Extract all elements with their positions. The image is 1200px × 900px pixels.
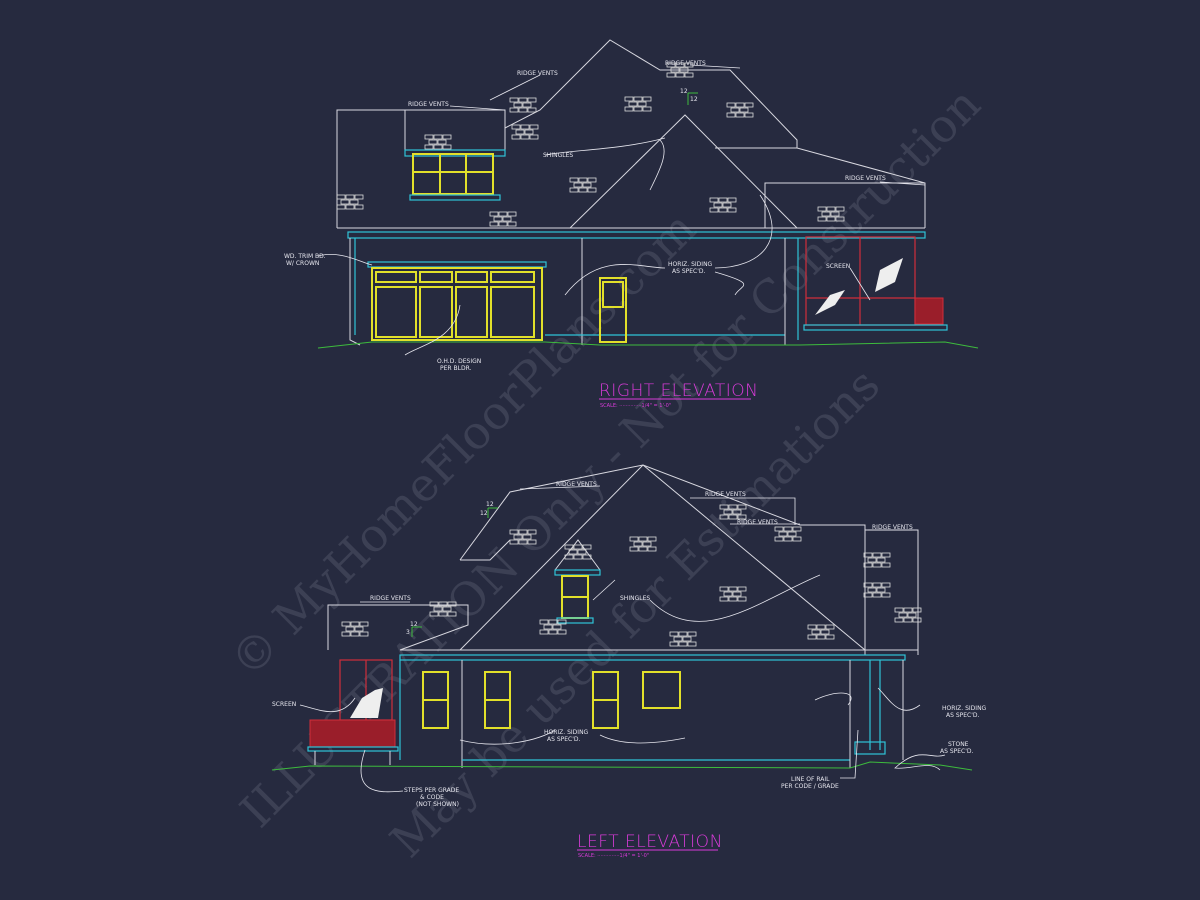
label-ridge-vents: RIDGE VENTS — [705, 491, 746, 498]
left-elevation-scale: SCALE: ··············1/4" = 1'-0" — [578, 853, 649, 859]
right-elevation-scale: SCALE: ··············1/4" = 1'-0" — [600, 403, 671, 409]
left-elevation: 12 12 3 12 RIDGE VENTS RIDGE VENTS RIDGE… — [271, 464, 987, 859]
label-siding: AS SPEC'D. — [672, 268, 705, 275]
label-steps: & CODE — [420, 794, 444, 801]
label-ridge-vents: RIDGE VENTS — [517, 70, 558, 77]
pitch-rise: 12 — [680, 88, 688, 95]
label-screen: SCREEN — [826, 263, 850, 270]
label-screen: SCREEN — [272, 701, 296, 708]
label-ridge-vents: RIDGE VENTS — [408, 101, 449, 108]
label-steps: STEPS PER GRADE — [404, 787, 459, 794]
pitch-rise: 12 — [486, 501, 494, 508]
label-siding: AS SPEC'D. — [547, 736, 580, 743]
label-siding: HORIZ. SIDING — [668, 261, 713, 268]
pitch-rise: 3 — [406, 629, 410, 636]
label-stone: AS SPEC'D. — [940, 748, 973, 755]
label-shingles: SHINGLES — [543, 152, 573, 159]
label-siding: AS SPEC'D. — [946, 712, 979, 719]
label-stone: STONE — [948, 741, 969, 748]
pitch-run: 12 — [410, 621, 418, 628]
label-ridge-vents: RIDGE VENTS — [370, 595, 411, 602]
label-siding: HORIZ. SIDING — [942, 705, 987, 712]
label-rail: PER CODE / GRADE — [781, 783, 839, 790]
right-elevation: 12 12 RIDGE VENTS RIDGE VENTS RIDGE VENT… — [284, 39, 979, 409]
right-elevation-title: RIGHT ELEVATION — [599, 381, 758, 401]
label-rail: LINE OF RAIL — [791, 776, 830, 783]
label-ridge-vents: RIDGE VENTS — [737, 519, 778, 526]
label-ohd: PER BLDR. — [440, 365, 472, 372]
label-steps: (NOT SHOWN) — [416, 801, 459, 808]
pitch-run: 12 — [480, 510, 488, 517]
label-ridge-vents: RIDGE VENTS — [556, 481, 597, 488]
pitch-run: 12 — [690, 96, 698, 103]
label-shingles: SHINGLES — [620, 595, 650, 602]
label-trim: W/ CROWN — [286, 260, 319, 267]
label-siding: HORIZ. SIDING — [544, 729, 589, 736]
label-trim: WD. TRIM BD. — [284, 253, 326, 260]
label-ridge-vents: RIDGE VENTS — [665, 60, 706, 67]
label-ridge-vents: RIDGE VENTS — [872, 524, 913, 531]
label-ridge-vents: RIDGE VENTS — [845, 175, 886, 182]
label-ohd: O.H.D. DESIGN — [437, 358, 481, 365]
left-elevation-title: LEFT ELEVATION — [577, 832, 723, 852]
